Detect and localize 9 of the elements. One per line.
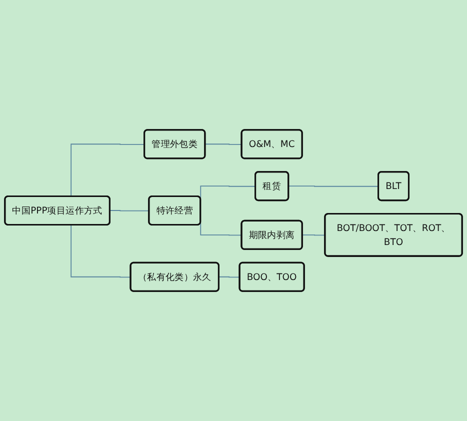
connector <box>204 144 242 145</box>
connector <box>302 234 326 236</box>
connector <box>200 222 242 236</box>
connector <box>70 224 132 278</box>
connector <box>70 144 146 198</box>
connector <box>288 186 380 187</box>
connector <box>200 186 256 200</box>
connector <box>218 276 240 278</box>
connector <box>110 210 150 212</box>
